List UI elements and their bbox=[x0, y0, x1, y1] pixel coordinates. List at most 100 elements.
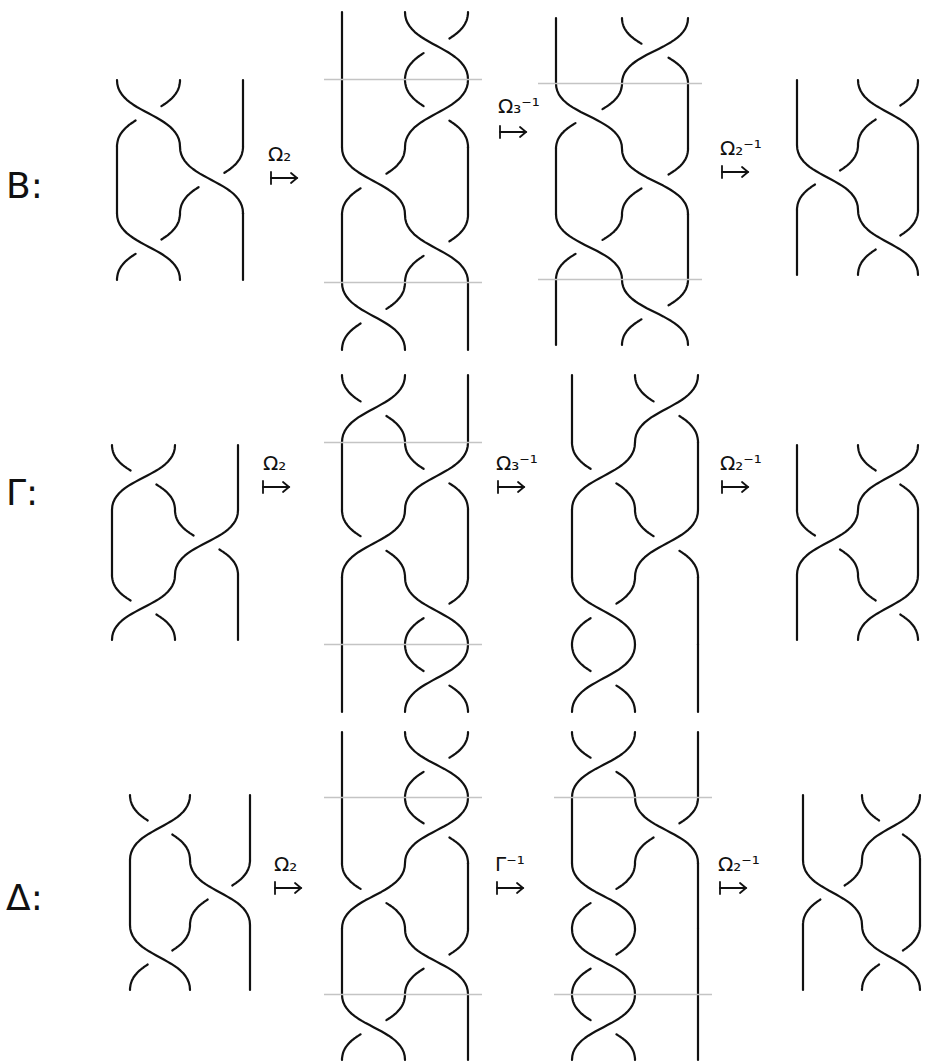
braid-strand bbox=[172, 925, 190, 951]
braid-strand bbox=[342, 510, 361, 536]
braid-strand bbox=[405, 798, 468, 864]
braid-strand bbox=[556, 123, 576, 149]
braid-strand bbox=[449, 483, 468, 509]
move-label: Γ⁻¹ bbox=[495, 854, 525, 874]
braid-strand bbox=[237, 575, 239, 640]
braid-strand bbox=[917, 510, 919, 575]
guide-line bbox=[324, 79, 482, 81]
braid-strand bbox=[449, 732, 468, 758]
braid-strand bbox=[117, 254, 136, 280]
braid-strand bbox=[341, 577, 343, 644]
braid-strand bbox=[386, 551, 405, 577]
braid-strand bbox=[571, 375, 573, 442]
braid-strand bbox=[572, 994, 635, 1060]
braid-strand bbox=[697, 442, 699, 509]
mapsto-arrow bbox=[720, 887, 746, 889]
braid-strand bbox=[156, 615, 175, 641]
braid-strand bbox=[669, 280, 689, 306]
braid-strand bbox=[112, 575, 131, 601]
braid-strand bbox=[900, 615, 918, 641]
braid-strand bbox=[342, 1034, 361, 1060]
braid-strand bbox=[572, 732, 591, 758]
mapsto-arrow bbox=[740, 883, 746, 893]
braid-strand bbox=[405, 256, 424, 283]
braid-strand bbox=[111, 510, 113, 575]
braid-strand bbox=[862, 925, 920, 990]
braid-strand bbox=[219, 550, 238, 576]
guide-line bbox=[554, 797, 712, 799]
braid-strand bbox=[386, 282, 405, 309]
braid-strand bbox=[341, 80, 343, 148]
move-label: Ω₂ bbox=[274, 854, 297, 874]
braid-strand bbox=[858, 210, 918, 275]
braid-strand bbox=[697, 645, 699, 712]
mapsto-arrow bbox=[291, 173, 297, 183]
guide-line bbox=[538, 83, 702, 85]
braid-strand bbox=[697, 577, 699, 644]
braid-strand bbox=[172, 835, 190, 861]
braid-strand bbox=[797, 510, 858, 575]
braid-strand bbox=[556, 214, 622, 279]
braid-strand bbox=[858, 120, 876, 146]
braid-strand bbox=[405, 12, 468, 80]
braid-strand bbox=[405, 80, 468, 148]
braid-strand bbox=[635, 798, 698, 864]
mapsto-arrow bbox=[283, 482, 289, 492]
braid-strand bbox=[405, 577, 468, 644]
braid-strand bbox=[802, 925, 804, 990]
row-label: Γ: bbox=[6, 475, 38, 511]
mapsto-arrow bbox=[722, 486, 748, 488]
braid-strand bbox=[405, 618, 424, 644]
braid-strand bbox=[571, 798, 573, 864]
braid-strand bbox=[796, 210, 798, 275]
braid-strand bbox=[342, 282, 405, 350]
braid-strand bbox=[130, 795, 148, 821]
braid-strand bbox=[405, 80, 424, 107]
mapsto-arrow bbox=[295, 883, 301, 893]
move-label: Ω₂⁻¹ bbox=[718, 854, 760, 874]
braid-strand bbox=[616, 483, 635, 509]
braid-strand bbox=[117, 80, 180, 147]
guide-line bbox=[324, 644, 482, 646]
braid-strand bbox=[669, 149, 689, 175]
braid-strand bbox=[858, 250, 876, 276]
braid-strand bbox=[919, 860, 921, 925]
braid-strand bbox=[679, 416, 698, 442]
braid-strand bbox=[687, 214, 689, 279]
braid-strand bbox=[858, 575, 876, 601]
guide-line bbox=[538, 279, 702, 281]
braid-strand bbox=[342, 994, 405, 1060]
braid-strand bbox=[900, 485, 918, 511]
braid-strand bbox=[797, 185, 815, 211]
braid-strand bbox=[697, 732, 699, 798]
braid-strand bbox=[405, 929, 468, 995]
braid-strand bbox=[635, 510, 698, 577]
guide-line bbox=[324, 282, 482, 284]
braid-strand bbox=[840, 550, 858, 576]
braid-strand bbox=[341, 798, 343, 864]
braid-strand bbox=[112, 575, 175, 640]
mapsto-arrow bbox=[275, 887, 301, 889]
braid-strand bbox=[342, 375, 405, 442]
mapsto-arrow bbox=[500, 131, 526, 133]
braid-strand bbox=[555, 18, 557, 83]
braid-strand bbox=[242, 213, 244, 280]
braid-strand bbox=[467, 510, 469, 577]
braid-strand bbox=[572, 618, 591, 644]
braid-strand bbox=[796, 575, 798, 640]
row-label: Δ: bbox=[6, 880, 43, 916]
braid-strand bbox=[342, 863, 361, 889]
braid-strand bbox=[405, 645, 424, 671]
braid-strand bbox=[117, 213, 180, 280]
braid-strand bbox=[622, 189, 642, 215]
braid-strand bbox=[130, 965, 148, 991]
braid-strand bbox=[405, 215, 468, 283]
braid-strand bbox=[405, 442, 468, 509]
braid-strand bbox=[697, 863, 699, 929]
braid-strand bbox=[697, 994, 699, 1060]
move-label: Ω₂ bbox=[263, 453, 286, 473]
braid-strand bbox=[616, 577, 635, 603]
braid-strand bbox=[858, 445, 876, 471]
braid-strand bbox=[180, 187, 199, 213]
move-label: Ω₃⁻¹ bbox=[496, 453, 538, 473]
